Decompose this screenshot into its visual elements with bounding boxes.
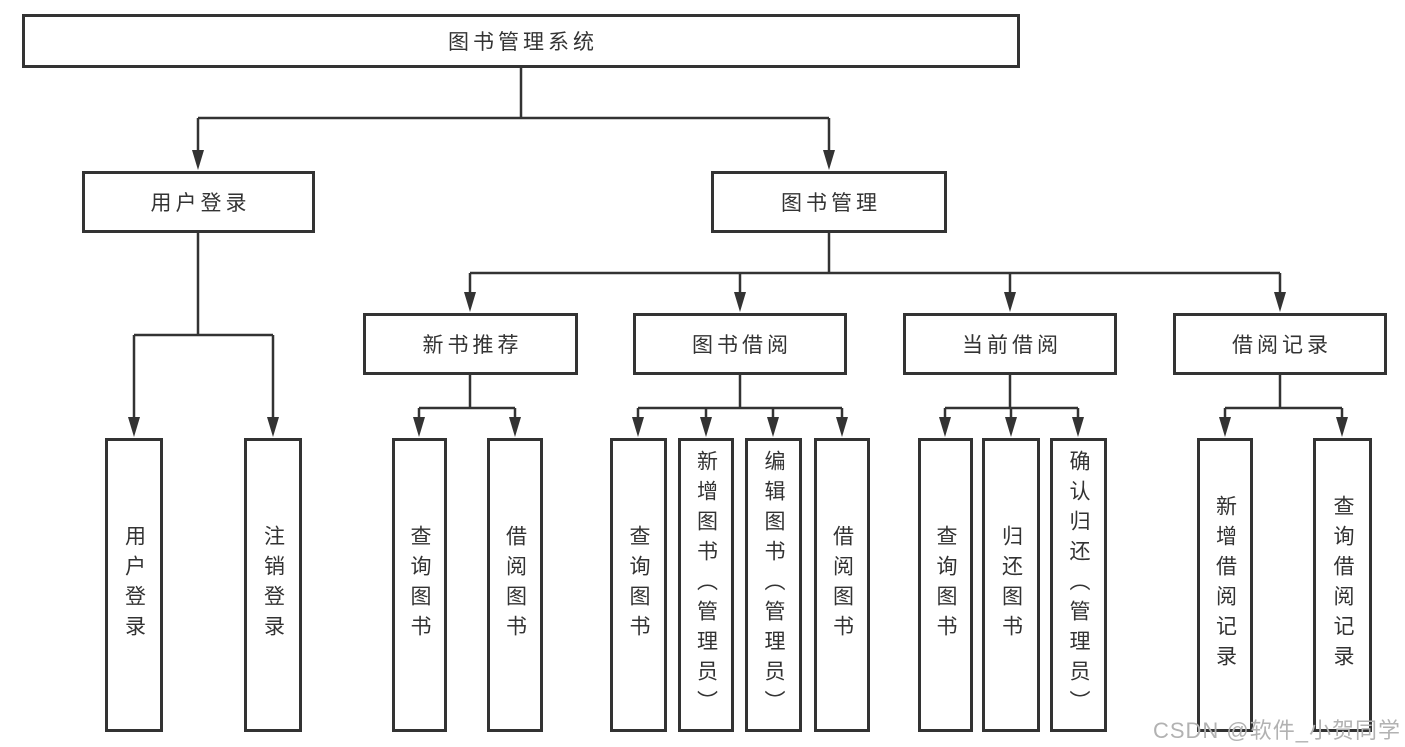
node-bb-add-book: 新增图书（管理员） xyxy=(678,438,734,732)
node-user-login: 用户登录 xyxy=(82,171,315,233)
node-borrow-record: 借阅记录 xyxy=(1173,313,1387,375)
node-book-borrow: 图书借阅 xyxy=(633,313,847,375)
node-leaf-user-login: 用户登录 xyxy=(105,438,163,732)
node-bb-edit-book-label: 编辑图书（管理员） xyxy=(762,450,785,720)
connector-user-login-children xyxy=(132,233,275,419)
node-leaf-logout-label: 注销登录 xyxy=(261,525,285,645)
node-cb-confirm-return: 确认归还（管理员） xyxy=(1050,438,1107,732)
node-new-book-rec-label: 新书推荐 xyxy=(422,334,523,357)
node-br-add-record: 新增借阅记录 xyxy=(1197,438,1253,732)
node-bb-edit-book: 编辑图书（管理员） xyxy=(745,438,802,732)
arrowheads-current-borrow-children xyxy=(939,417,1084,437)
node-br-add-record-label: 新增借阅记录 xyxy=(1213,495,1237,675)
node-root-label: 图书管理系统 xyxy=(448,31,598,54)
node-user-login-label: 用户登录 xyxy=(150,192,251,215)
arrowheads-root-to-level2 xyxy=(192,150,835,170)
node-rec-query-book-label: 查询图书 xyxy=(408,525,431,645)
node-cb-query-book: 查询图书 xyxy=(918,438,973,732)
node-new-book-rec: 新书推荐 xyxy=(363,313,578,375)
connector-book-borrow-children xyxy=(636,375,844,419)
connector-book-mgmt-to-level3 xyxy=(468,233,1282,294)
arrowheads-book-borrow-children xyxy=(632,417,848,437)
arrowheads-user-login-children xyxy=(128,417,279,437)
node-borrow-record-label: 借阅记录 xyxy=(1232,334,1332,357)
connector-root-to-level2 xyxy=(196,68,831,152)
connector-borrow-record-children xyxy=(1223,375,1344,419)
node-rec-borrow-book: 借阅图书 xyxy=(487,438,543,732)
node-book-mgmt: 图书管理 xyxy=(711,171,947,233)
node-bb-borrow-book-label: 借阅图书 xyxy=(830,525,854,645)
node-cb-return-book: 归还图书 xyxy=(982,438,1040,732)
node-book-borrow-label: 图书借阅 xyxy=(692,334,792,357)
csdn-watermark: CSDN @软件_小贺同学 xyxy=(1152,718,1401,743)
node-rec-borrow-book-label: 借阅图书 xyxy=(503,525,527,645)
node-current-borrow: 当前借阅 xyxy=(903,313,1117,375)
node-br-query-record-label: 查询借阅记录 xyxy=(1331,495,1354,675)
arrowheads-book-mgmt-to-level3 xyxy=(464,292,1286,312)
node-cb-query-book-label: 查询图书 xyxy=(934,525,957,645)
node-root: 图书管理系统 xyxy=(22,14,1020,68)
arrowheads-borrow-record-children xyxy=(1219,417,1348,437)
connector-current-borrow-children xyxy=(943,375,1080,419)
node-bb-query-book-label: 查询图书 xyxy=(627,525,650,645)
node-bb-query-book: 查询图书 xyxy=(610,438,667,732)
node-cb-confirm-return-label: 确认归还（管理员） xyxy=(1067,450,1090,720)
connector-new-book-rec-children xyxy=(417,375,517,419)
arrowheads-new-book-rec-children xyxy=(413,417,521,437)
node-book-mgmt-label: 图书管理 xyxy=(781,192,881,215)
node-bb-add-book-label: 新增图书（管理员） xyxy=(694,450,718,720)
node-current-borrow-label: 当前借阅 xyxy=(962,334,1062,357)
node-leaf-logout: 注销登录 xyxy=(244,438,302,732)
node-br-query-record: 查询借阅记录 xyxy=(1313,438,1372,732)
node-rec-query-book: 查询图书 xyxy=(392,438,447,732)
node-leaf-user-login-label: 用户登录 xyxy=(122,525,146,645)
node-cb-return-book-label: 归还图书 xyxy=(999,525,1023,645)
node-bb-borrow-book: 借阅图书 xyxy=(814,438,870,732)
